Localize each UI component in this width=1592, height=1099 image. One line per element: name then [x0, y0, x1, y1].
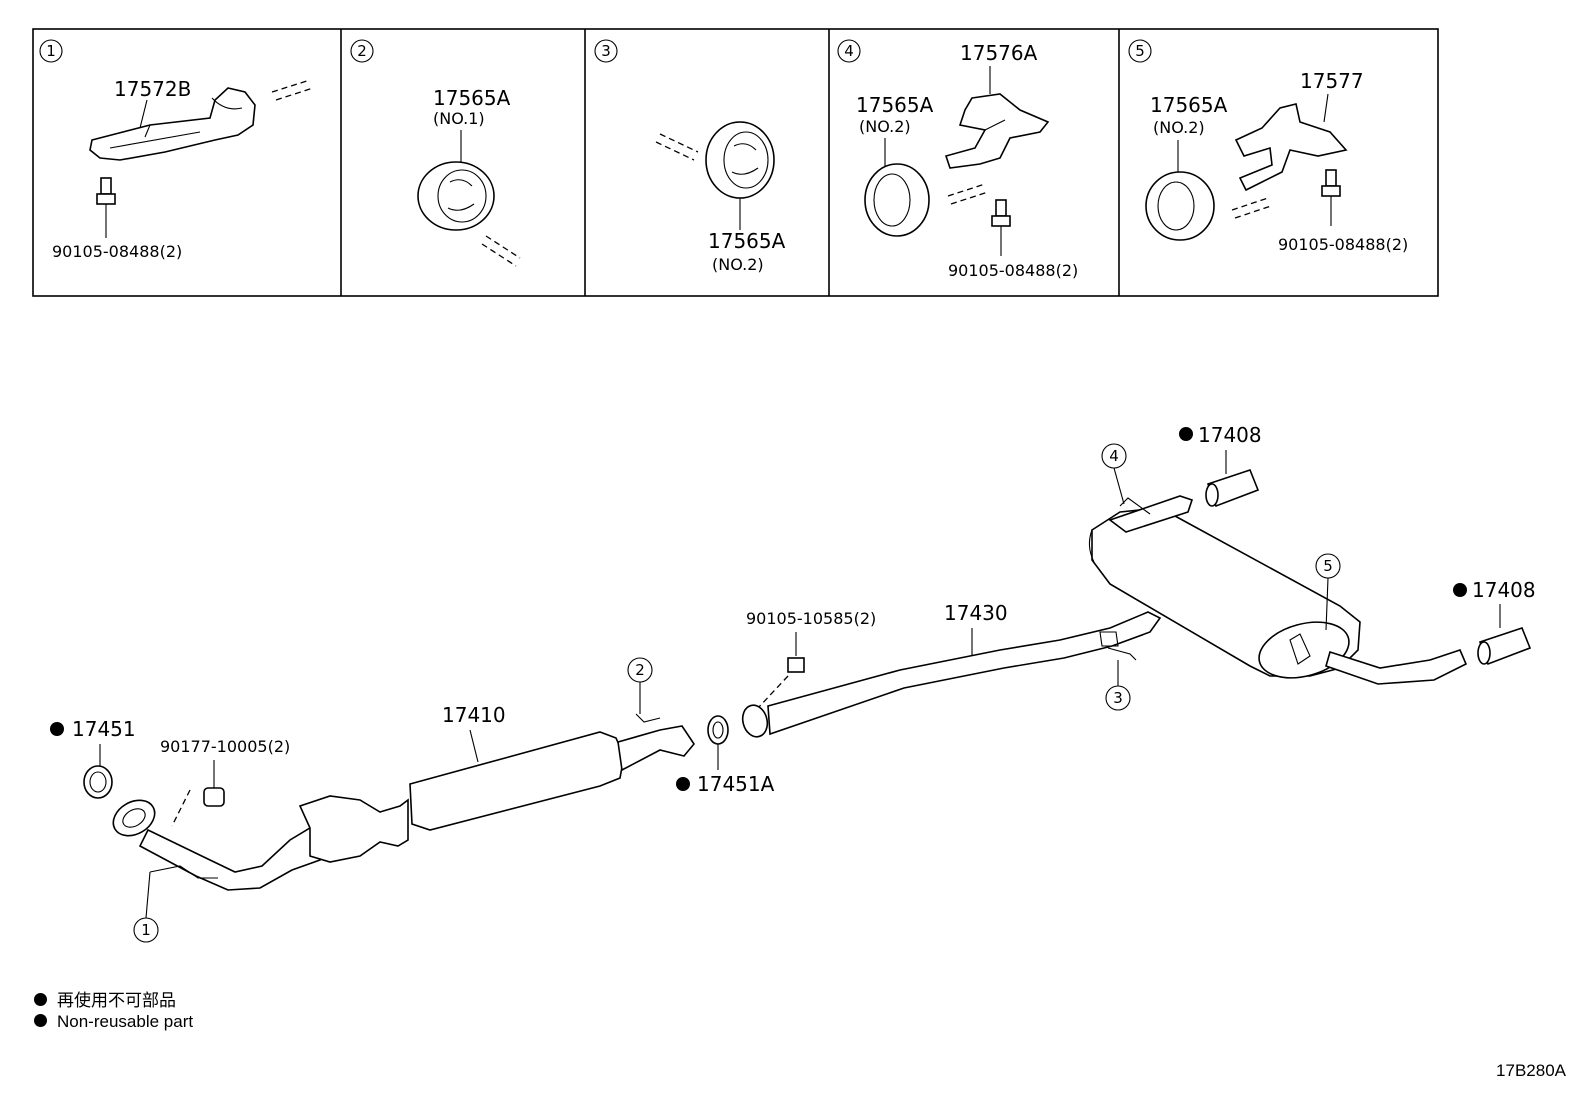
panel-3-number: 3: [601, 42, 611, 60]
part-17576A-label: 17576A: [960, 41, 1038, 65]
bracket-17577-icon: [1234, 103, 1348, 192]
part-no2-label: (NO.2): [859, 117, 911, 136]
legend-en-text: Non-reusable part: [57, 1012, 194, 1031]
legend-en: Non-reusable part: [34, 1012, 193, 1032]
panel-2: 2 17565A (NO.1): [350, 39, 521, 267]
bullet-dot-icon: [34, 993, 47, 1007]
bolt-icon: [991, 199, 1011, 227]
part-17451-label: 17451: [72, 717, 136, 741]
callout-1: 1: [133, 917, 159, 943]
rubber-hanger-icon: [864, 163, 930, 237]
panel-4-number: 4: [844, 42, 854, 60]
bolt-90105-label: 90105-08488(2): [52, 242, 182, 261]
callout-5: 5: [1315, 553, 1341, 631]
bolt-90105-label: 90105-08488(2): [1278, 235, 1408, 254]
main-muffler: [1088, 495, 1468, 685]
part-17408-top-label: 17408: [1198, 423, 1262, 447]
bolt-icon: [96, 177, 116, 205]
svg-text:3: 3: [1113, 689, 1123, 707]
part-17410-label: 17410: [442, 703, 506, 727]
svg-text:2: 2: [635, 661, 645, 679]
gasket-17451A: 17451A: [676, 715, 775, 796]
panel-5-number: 5: [1135, 42, 1145, 60]
svg-text:1: 1: [141, 921, 151, 939]
bracket-17576A-icon: [944, 93, 1050, 169]
part-17451A-label: 17451A: [697, 772, 775, 796]
part-17577-label: 17577: [1300, 69, 1364, 93]
part-17430-label: 17430: [944, 601, 1008, 625]
figure-code: 17B280A: [1496, 1061, 1566, 1080]
tail-tip-17408-right: 17408: [1453, 578, 1536, 666]
bolt-90105-label: 90105-08488(2): [948, 261, 1078, 280]
panel-2-number: 2: [357, 42, 367, 60]
panel-1: 1 17572B 90105-08488(2): [39, 39, 314, 261]
rubber-hanger-icon: [417, 161, 495, 231]
rubber-hanger-icon: [705, 121, 775, 199]
part-17565A-label: 17565A: [433, 86, 511, 110]
svg-text:5: 5: [1323, 557, 1333, 575]
part-90105-10585-label: 90105-10585(2): [746, 609, 876, 628]
tail-pipe-17430: 17430: [741, 601, 1162, 738]
part-17408-right-label: 17408: [1472, 578, 1536, 602]
part-no2-label: (NO.2): [1153, 118, 1205, 137]
legend-jp: 再使用不可部品: [34, 986, 176, 1011]
part-no1-label: (NO.1): [433, 109, 485, 128]
part-90177-label: 90177-10005(2): [160, 737, 290, 756]
panel-1-number: 1: [46, 42, 56, 60]
part-17565A-label: 17565A: [856, 93, 934, 117]
part-17572B-label: 17572B: [114, 77, 191, 101]
panel-5: 5 17565A (NO.2) 17577 90105-08488(2): [1128, 39, 1408, 254]
tail-tip-17408-top: 17408: [1179, 423, 1262, 508]
svg-text:4: 4: [1109, 447, 1119, 465]
gasket-17451: 17451: [50, 717, 136, 799]
callout-2: 2: [627, 657, 653, 714]
legend-jp-text: 再使用不可部品: [57, 991, 176, 1010]
callout-3: 3: [1105, 660, 1131, 711]
bolt-icon: [1321, 169, 1341, 197]
panel-3: 3 17565A (NO.2): [594, 39, 786, 274]
bolt-90105-10585: 90105-10585(2): [746, 609, 876, 709]
panel-4: 4 17565A (NO.2) 17576A 90105-08488(2): [837, 39, 1078, 280]
detail-panels: [32, 28, 1439, 297]
front-pipe-17410: 17410: [112, 703, 695, 919]
part-17565A-label: 17565A: [1150, 93, 1228, 117]
rubber-hanger-icon: [1145, 171, 1215, 241]
nut-90177: 90177-10005(2): [160, 737, 290, 827]
part-17565A-label: 17565A: [708, 229, 786, 253]
bullet-dot-icon: [34, 1014, 47, 1028]
part-no2-label: (NO.2): [712, 255, 764, 274]
callout-4: 4: [1101, 443, 1127, 505]
bracket-17572B-icon: [89, 87, 256, 161]
